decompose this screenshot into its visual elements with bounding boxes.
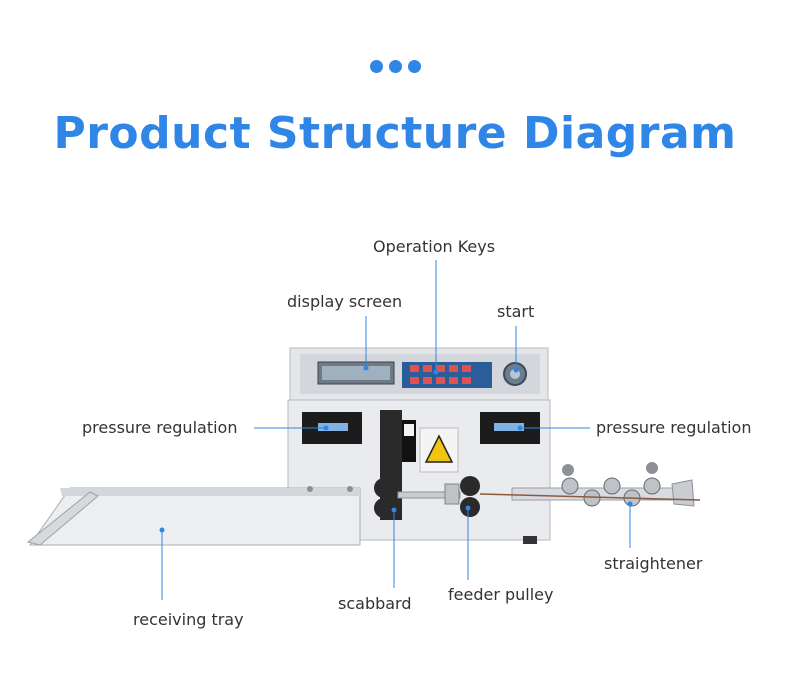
dot-2 [389,60,402,73]
straightener-wheel-2 [583,489,601,507]
display-screen-glass [322,366,390,380]
pressure-slider-right [494,423,524,431]
label-straightener: straightener [604,554,703,573]
wire [479,493,701,501]
tray-screw-1 [307,486,313,492]
label-receiving-tray: receiving tray [133,610,244,629]
straightener-wheel-1 [561,477,579,495]
feeder-roller-2 [374,498,394,518]
straightener-wheel-3 [603,477,621,495]
label-operation-keys: Operation Keys [373,237,496,256]
label-scabbard: scabbard [338,594,412,613]
label-display-screen: display screen [287,292,403,311]
wire-guide [397,491,461,499]
straightener-wheel-5 [643,477,661,495]
callout-dots [159,365,633,533]
straightener-knob-1 [562,464,574,476]
wire-clamp [444,483,460,505]
foot-right [523,536,537,544]
feeder-roller-1 [374,478,394,498]
caution-triangle [424,434,454,463]
dot-1 [370,60,383,73]
label-pressure-regulation-left: pressure regulation [82,418,238,437]
operation-keys-shape [402,362,492,388]
receiving-tray-shape [29,487,361,546]
pressure-slider-left [318,423,348,431]
label-start: start [497,302,535,321]
label-feeder-pulley: feeder pulley [448,585,554,604]
straightener-knob-2 [646,462,658,474]
receiving-tray-lip [26,491,99,546]
warning-label-small [404,424,414,436]
page-title: Product Structure Diagram [53,108,737,159]
feeder-roller-3 [460,476,480,496]
straightener-end-bracket [671,479,695,507]
dot-3 [408,60,421,73]
callout-lines [161,260,631,600]
label-pressure-regulation-right: pressure regulation [596,418,752,437]
receiving-tray-rim [60,488,360,496]
tray-screw-2 [347,486,353,492]
decorative-dots [370,60,421,73]
